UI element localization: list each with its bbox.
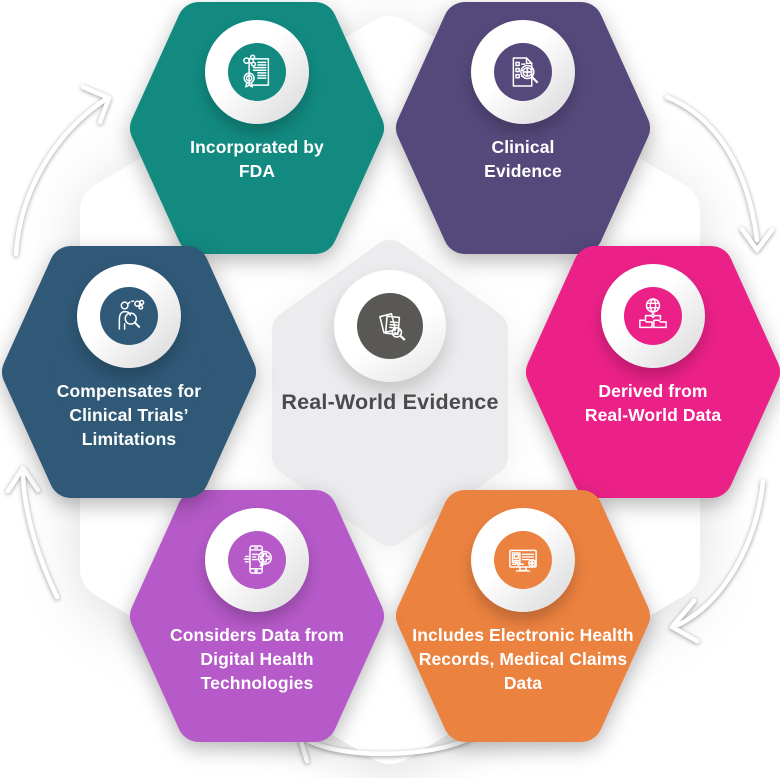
icon-ring [205,20,309,124]
label-line: Evidence [484,161,562,182]
label-line: Limitations [81,429,177,450]
center-medallion [334,270,446,382]
hexagon-clinical-evidence: Clinical Evidence [396,2,650,254]
hexagon-label: Includes Electronic Health Records, Medi… [412,623,633,695]
icon-ring [77,264,181,368]
documents-check-magnifier-icon [379,313,406,341]
icon-ring [471,508,575,612]
top-right-arrow [664,94,775,253]
hexagon-clinical-trials-limitations: Compensates for Clinical Trials’ Limitat… [2,246,256,498]
label-line: Clinical [491,137,555,157]
bottom-right-arrow [669,478,766,644]
label-line: Real-World Data [584,405,722,426]
hexagon-shape [526,246,780,498]
label-line: Digital Health [200,649,314,670]
hexagon-shape [396,490,650,742]
monitor-health-record-icon [494,531,552,589]
globe-data-folders-icon [624,287,682,345]
icon-ring [205,508,309,612]
label-line: FDA [238,161,276,182]
label-line: Compensates for [56,381,202,401]
person-research-magnifier-icon [100,287,158,345]
hexagon-label: Clinical Evidence [484,135,562,183]
hexagon-label: Derived from Real-World Data [585,379,721,427]
label-line: Includes Electronic Health [412,625,634,645]
hexagon-shape [2,246,256,498]
clinical-checklist-magnifier-icon [494,43,552,101]
hexagon-label: Compensates for Clinical Trials’ Limitat… [57,379,201,451]
center-title: Real-World Evidence [281,390,499,414]
smartphone-health-bubble-icon [228,531,286,589]
center-icon-circle [357,293,423,359]
hexagon-electronic-health-records: Includes Electronic Health Records, Medi… [396,490,650,742]
hexagon-derived-from-real-world-data: Derived from Real-World Data [526,246,780,498]
hexagon-shape [130,2,384,254]
icon-ring [601,264,705,368]
left-arrow [5,465,60,600]
icon-ring [471,20,575,124]
hexagon-incorporated-by-fda: Incorporated by FDA [130,2,384,254]
label-line: Clinical Trials’ [69,405,189,426]
label-line: Considers Data from [169,625,345,645]
label-line: Data [503,673,543,694]
label-line: Records, Medical Claims [418,649,628,670]
hexagon-label: Incorporated by FDA [190,135,324,183]
label-line: Incorporated by [190,137,324,157]
top-left-arrow [13,84,112,257]
hexagon-shape [396,2,650,254]
label-line: Derived from [598,381,708,401]
hexagon-digital-health-technologies: Considers Data from Digital Health Techn… [130,490,384,742]
hexagon-label: Considers Data from Digital Health Techn… [170,623,344,695]
fda-certificate-icon [228,43,286,101]
hexagon-shape [130,490,384,742]
label-line: Technologies [200,673,314,694]
